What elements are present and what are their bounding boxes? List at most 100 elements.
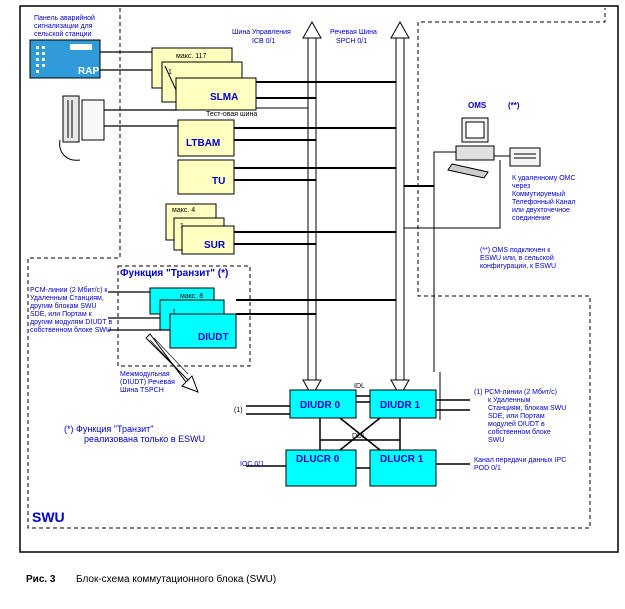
svg-text:PCM-линии (2 Мбит/с) к: PCM-линии (2 Мбит/с) к xyxy=(30,286,108,294)
svg-text:Межмодульная: Межмодульная xyxy=(120,371,170,378)
sur-max: макс. 4 xyxy=(172,207,195,214)
rap-label: RAP xyxy=(78,66,99,77)
svg-text:другим блокам SWU: другим блокам SWU xyxy=(30,302,97,310)
oms-remote-note: К удаленному OMC через Коммутируемый Тел… xyxy=(512,175,576,222)
svg-text:ESWU или, в сельской: ESWU или, в сельской xyxy=(480,254,554,262)
ioc-label: IOC 0/1 xyxy=(240,461,264,468)
svg-text:SWU: SWU xyxy=(488,437,504,444)
svg-text:другим модулям DIUDT в: другим модулям DIUDT в xyxy=(30,319,112,326)
diudt-bus-links xyxy=(236,299,396,315)
tu-block: TU xyxy=(177,159,235,195)
sur-stack: макс. 4 1 SUR xyxy=(165,203,235,255)
svg-text:модулей DIUDT в: модулей DIUDT в xyxy=(488,420,545,428)
left-pcm-marker: (1) xyxy=(234,407,243,414)
tspch-note: Межмодульная (DIUDT) Речевая Шина TSPCH xyxy=(120,371,175,394)
svg-text:Станциям, блокам SWU: Станциям, блокам SWU xyxy=(488,404,566,412)
slma-label: SLMA xyxy=(210,92,238,103)
svg-text:SDE, или Портам: SDE, или Портам xyxy=(488,413,545,420)
tspch-arrow xyxy=(145,333,199,393)
diudt-stack: макс. 8 1 DIUDT xyxy=(149,287,237,349)
diudt-left-links xyxy=(108,291,170,331)
oms-links xyxy=(404,151,510,420)
figure-caption: Блок-схема коммутационного блока (SWU) xyxy=(76,573,276,585)
control-bus-label-2: ICB 0/1 xyxy=(252,38,275,45)
diudt-index: 1 xyxy=(172,309,176,316)
swu-label: SWU xyxy=(32,509,65,525)
idl-label: IDL xyxy=(354,383,365,390)
ltbam-block: LTBAM xyxy=(177,119,235,157)
svg-text:реализована только в ESWU: реализована только в ESWU xyxy=(84,434,205,444)
panel-title-2: сигнализации для xyxy=(34,23,93,30)
svg-text:POD 0/1: POD 0/1 xyxy=(474,465,501,472)
svg-text:соединение: соединение xyxy=(512,215,551,222)
panel-title-3: сельской станции xyxy=(34,30,92,38)
slma-index: 1 xyxy=(168,69,172,76)
svg-text:собственном блоке SWU: собственном блоке SWU xyxy=(30,326,111,334)
dlucr1-label: DLUCR 1 xyxy=(380,454,424,465)
oms-star: (**) xyxy=(508,101,520,110)
speech-bus-label-2: SPCH 0/1 xyxy=(336,38,367,45)
diudt-max: макс. 8 xyxy=(180,293,203,300)
diudt-label: DIUDT xyxy=(198,332,229,343)
transit-frame xyxy=(117,265,251,367)
keyboard-icon xyxy=(447,163,489,179)
slma-max: макс. 117 xyxy=(176,53,207,60)
diudr0-label: DIUDR 0 xyxy=(300,400,340,411)
slma-stack: макс. 117 1 SLMA Тест-овая шина xyxy=(151,47,257,118)
bus-labels: Шина Управления ICB 0/1 Речевая Шина SPC… xyxy=(232,29,377,45)
transit-left-note: PCM-линии (2 Мбит/с) к Удаленным Станция… xyxy=(30,286,112,334)
speech-bus xyxy=(390,20,410,398)
dlucr0-label: DLUCR 0 xyxy=(296,454,340,465)
speech-bus-label-1: Речевая Шина xyxy=(330,29,377,36)
outer-frame xyxy=(19,5,619,553)
transit-footnote: (*) Функция "Транзит" реализована только… xyxy=(64,424,205,444)
rap-display xyxy=(70,44,92,50)
diudr1-box xyxy=(369,389,437,419)
right-pcm-note: (1) PCM-линии (2 Мбит/с) к Удаленным Ста… xyxy=(474,388,566,444)
svg-text:(1) PCM-линии (2 Мбит/с): (1) PCM-линии (2 Мбит/с) xyxy=(474,388,557,396)
svg-text:собственном блоке: собственном блоке xyxy=(488,428,551,436)
oms-workstation: OMS (**) xyxy=(447,101,541,179)
swu-boundary xyxy=(27,8,606,529)
svg-text:Канал передачи данных IPC: Канал передачи данных IPC xyxy=(474,457,566,464)
sur-label: SUR xyxy=(204,240,226,251)
slma-pointer xyxy=(164,65,177,91)
control-bus-label-1: Шина Управления xyxy=(232,29,291,36)
control-bus xyxy=(302,20,322,398)
slma-card-front xyxy=(175,77,257,111)
diudr0-box xyxy=(289,389,357,419)
svg-text:к Удаленным: к Удаленным xyxy=(488,397,531,404)
svg-text:Шина TSPCH: Шина TSPCH xyxy=(120,387,164,394)
panel-title-1: Панель аварийной xyxy=(34,14,95,22)
dlucr1-box xyxy=(369,449,437,487)
tu-label: TU xyxy=(212,176,225,187)
diudr1-label: DIUDR 1 xyxy=(380,400,420,411)
modem-icon xyxy=(509,147,541,167)
svg-text:Телефонный Канал: Телефонный Канал xyxy=(512,198,576,206)
oms-label: OMS xyxy=(468,101,487,110)
figure-number: Рис. 3 xyxy=(26,574,56,585)
core-switch: DIUDR 0 DIUDR 1 DLUCR 0 DLUCR 1 IDL DDL xyxy=(285,383,437,487)
svg-text:К удаленному OMC: К удаленному OMC xyxy=(512,175,576,182)
test-bus-label: Тест-овая шина xyxy=(206,111,257,118)
oms-star-note: (**) OMS подключен к ESWU или, в сельско… xyxy=(480,247,556,270)
svg-text:конфигурации, к ESWU: конфигурации, к ESWU xyxy=(480,263,556,270)
svg-text:(DIUDT) Речевая: (DIUDT) Речевая xyxy=(120,379,175,386)
computer-icon xyxy=(455,145,495,161)
svg-text:(*) Функция "Транзит": (*) Функция "Транзит" xyxy=(64,424,153,434)
ltbam-label: LTBAM xyxy=(186,138,220,149)
svg-text:SDE, или Портам к: SDE, или Портам к xyxy=(30,311,93,318)
ddl-label: DDL xyxy=(352,433,366,440)
svg-text:или двухточечное: или двухточечное xyxy=(512,207,570,214)
peripheral-bus-links xyxy=(234,81,396,245)
svg-text:Удаленным Станциям,: Удаленным Станциям, xyxy=(30,295,104,302)
svg-text:Коммутируемый: Коммутируемый xyxy=(512,190,565,198)
ipc-note: Канал передачи данных IPC POD 0/1 xyxy=(474,457,566,472)
telephone-icon xyxy=(59,95,105,161)
svg-text:(**) OMS подключен к: (**) OMS подключен к xyxy=(480,247,551,254)
rap-panel: Панель аварийной сигнализации для сельск… xyxy=(29,14,101,79)
core-links xyxy=(246,395,470,469)
transit-title: Функция "Транзит" (*) xyxy=(120,268,228,279)
